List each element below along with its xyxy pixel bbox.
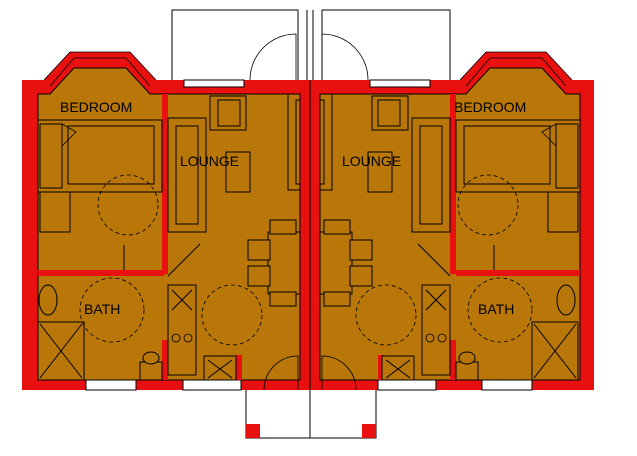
label-lounge-right: LOUNGE [342,153,401,169]
label-bedroom-left: BEDROOM [60,99,132,115]
label-lounge-left: LOUNGE [180,153,239,169]
unit-left [22,33,310,391]
rear-patios [171,9,451,80]
label-bath-left: BATH [84,301,120,317]
label-bedroom-right: BEDROOM [454,99,526,115]
front-porch [245,390,377,439]
label-bath-right: BATH [478,301,514,317]
unit-right [310,33,594,391]
